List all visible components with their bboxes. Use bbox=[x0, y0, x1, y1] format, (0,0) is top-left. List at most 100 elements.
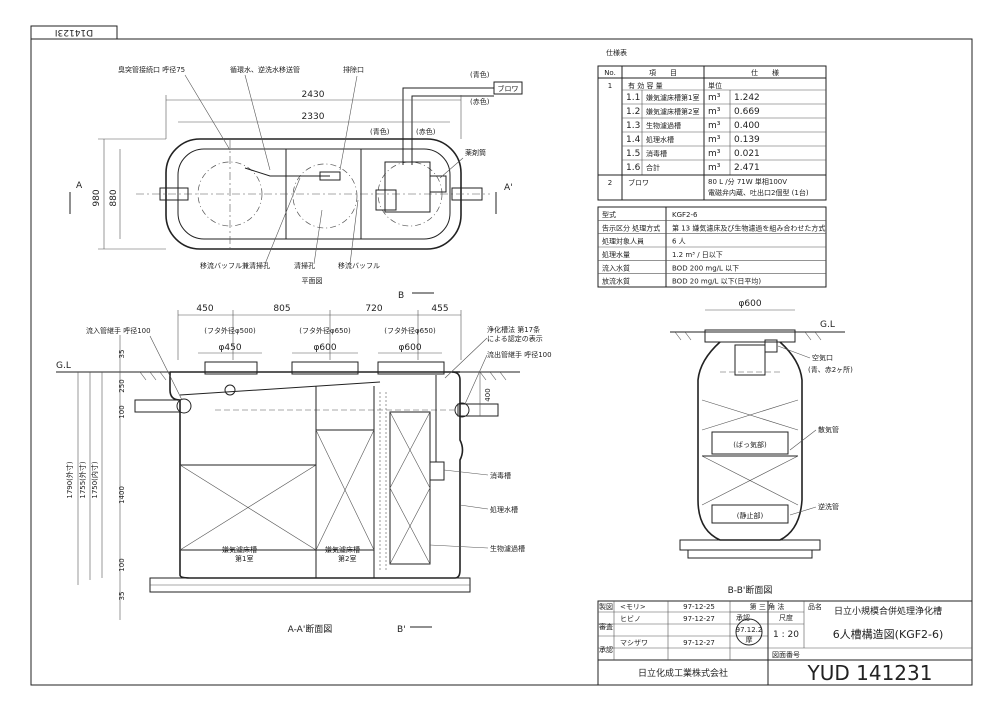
svg-text:循環水、逆洗水移送管: 循環水、逆洗水移送管 bbox=[230, 65, 300, 74]
sheet-border bbox=[30, 38, 973, 686]
svg-text:<モリ>: <モリ> bbox=[620, 603, 646, 611]
spec-cell: 嫌気濾床槽第2室 bbox=[646, 107, 699, 116]
spec-cell: 1.242 bbox=[734, 93, 760, 103]
svg-text:1755(外寸): 1755(外寸) bbox=[78, 461, 87, 499]
svg-text:φ600: φ600 bbox=[398, 343, 421, 353]
svg-text:臭突管接続口 呼径75: 臭突管接続口 呼径75 bbox=[118, 65, 185, 74]
spec-cell: 合計 bbox=[646, 163, 660, 172]
svg-text:仕 様: 仕 様 bbox=[751, 68, 779, 77]
svg-text:散気管: 散気管 bbox=[818, 425, 839, 434]
svg-text:薬剤筒: 薬剤筒 bbox=[465, 148, 486, 157]
svg-text:(ばっ気部): (ばっ気部) bbox=[733, 440, 767, 449]
spec-cell: m³ bbox=[708, 135, 721, 145]
svg-text:100: 100 bbox=[118, 405, 126, 418]
model-key: 処理対象人員 bbox=[602, 237, 644, 246]
title-block: 製図 審査 承認 <モリ> ヒビノ マシザワ 97-12-25 97-12-27… bbox=[597, 600, 973, 686]
svg-text:ヒビノ: ヒビノ bbox=[620, 614, 641, 623]
approval-stamp bbox=[735, 618, 763, 646]
svg-text:品名: 品名 bbox=[808, 602, 822, 611]
svg-text:清掃孔: 清掃孔 bbox=[294, 261, 315, 270]
model-key: 放流水質 bbox=[602, 277, 630, 286]
svg-text:項 目: 項 目 bbox=[649, 69, 677, 77]
svg-text:マシザワ: マシザワ bbox=[620, 639, 648, 647]
svg-text:97-12-25: 97-12-25 bbox=[683, 603, 715, 611]
svg-text:(青色): (青色) bbox=[470, 70, 490, 79]
svg-text:97-12-27: 97-12-27 bbox=[683, 615, 715, 623]
spec-cell: 1.5 bbox=[626, 149, 640, 159]
svg-text:455: 455 bbox=[431, 304, 448, 314]
svg-text:(フタ外径φ650): (フタ外径φ650) bbox=[384, 326, 436, 335]
section-bb: φ600 G.L (ばっ気部) (静止部) 空気口 (青、赤2ヶ所) 散気管 逆… bbox=[670, 299, 853, 596]
model-key: 告示区分 処理方式 bbox=[602, 223, 660, 232]
spec-cell: 0.669 bbox=[734, 107, 760, 117]
model-value: 1.2 m³ / 日以下 bbox=[672, 251, 723, 259]
spec-cell: 0.021 bbox=[734, 149, 760, 159]
section-aa: 450 805 720 455 (フタ外径φ500) (フタ外径φ650) (フ… bbox=[56, 304, 552, 635]
svg-text:720: 720 bbox=[365, 304, 382, 314]
svg-text:97.12.2: 97.12.2 bbox=[736, 626, 763, 634]
spec-cell: 2.471 bbox=[734, 163, 760, 173]
model-value: BOD 200 mg/L 以下 bbox=[672, 264, 739, 272]
spec-cell: 1.3 bbox=[626, 121, 640, 131]
svg-text:YUD 141231: YUD 141231 bbox=[807, 661, 933, 685]
svg-text:摩: 摩 bbox=[746, 635, 753, 644]
svg-text:平面図: 平面図 bbox=[302, 277, 323, 285]
spec-cell: 1.1 bbox=[626, 93, 640, 103]
svg-text:1790(外寸): 1790(外寸) bbox=[65, 461, 74, 499]
svg-text:980: 980 bbox=[92, 189, 102, 206]
svg-text:450: 450 bbox=[196, 304, 213, 314]
svg-text:1: 1 bbox=[608, 82, 612, 90]
svg-text:(赤色): (赤色) bbox=[470, 97, 490, 106]
svg-text:1750(内寸): 1750(内寸) bbox=[90, 461, 99, 499]
model-key: 型式 bbox=[602, 210, 616, 219]
svg-text:流入管継手 呼径100: 流入管継手 呼径100 bbox=[86, 326, 151, 335]
spec-cell: 0.139 bbox=[734, 135, 760, 145]
svg-text:φ600: φ600 bbox=[313, 343, 336, 353]
svg-text:6人槽構造図(KGF2-6): 6人槽構造図(KGF2-6) bbox=[833, 627, 944, 641]
svg-text:製図: 製図 bbox=[599, 602, 613, 611]
svg-text:流出管継手 呼径100: 流出管継手 呼径100 bbox=[487, 350, 552, 359]
spec-cell: m³ bbox=[708, 107, 721, 117]
svg-text:A': A' bbox=[504, 183, 513, 193]
drawing-id-box bbox=[30, 25, 118, 40]
drawing-id: D14123I bbox=[55, 27, 93, 37]
svg-text:有 効 容 量: 有 効 容 量 bbox=[628, 81, 663, 90]
svg-text:処理水槽: 処理水槽 bbox=[490, 505, 518, 514]
svg-text:A-A'断面図: A-A'断面図 bbox=[288, 623, 333, 635]
plan-tank-inner bbox=[177, 148, 451, 240]
svg-text:消毒槽: 消毒槽 bbox=[490, 471, 511, 480]
svg-text:審査: 審査 bbox=[599, 622, 613, 631]
svg-text:図面番号: 図面番号 bbox=[772, 651, 800, 659]
manhole-2 bbox=[292, 163, 358, 229]
svg-text:1400: 1400 bbox=[118, 486, 126, 504]
svg-text:仕様表: 仕様表 bbox=[606, 48, 627, 57]
svg-text:80 L /分 71W 単相100V: 80 L /分 71W 単相100V bbox=[708, 177, 787, 186]
svg-text:805: 805 bbox=[273, 304, 290, 314]
svg-text:(フタ外径φ650): (フタ外径φ650) bbox=[299, 326, 351, 335]
svg-text:(静止部): (静止部) bbox=[737, 511, 764, 520]
svg-text:単位: 単位 bbox=[708, 81, 722, 90]
svg-text:空気口: 空気口 bbox=[812, 353, 833, 362]
svg-text:第1室: 第1室 bbox=[235, 554, 253, 563]
model-key: 流入水質 bbox=[602, 263, 630, 272]
model-row: 告示区分 処理方式第 13 嫌気濾床及び生物濾過を組み合わせた方式 bbox=[598, 220, 826, 232]
svg-text:(フタ外径φ500): (フタ外径φ500) bbox=[204, 326, 256, 335]
spec-cell: 生物濾過槽 bbox=[646, 121, 681, 130]
svg-text:G.L: G.L bbox=[820, 320, 835, 330]
spec-cell: 消毒槽 bbox=[646, 149, 667, 158]
svg-text:嫌気濾床槽: 嫌気濾床槽 bbox=[222, 545, 257, 554]
svg-text:100: 100 bbox=[118, 558, 126, 571]
svg-text:浄化槽法 第17条: 浄化槽法 第17条 bbox=[487, 325, 540, 334]
model-row: 流入水質 BOD 200 mg/L 以下 bbox=[598, 260, 826, 272]
